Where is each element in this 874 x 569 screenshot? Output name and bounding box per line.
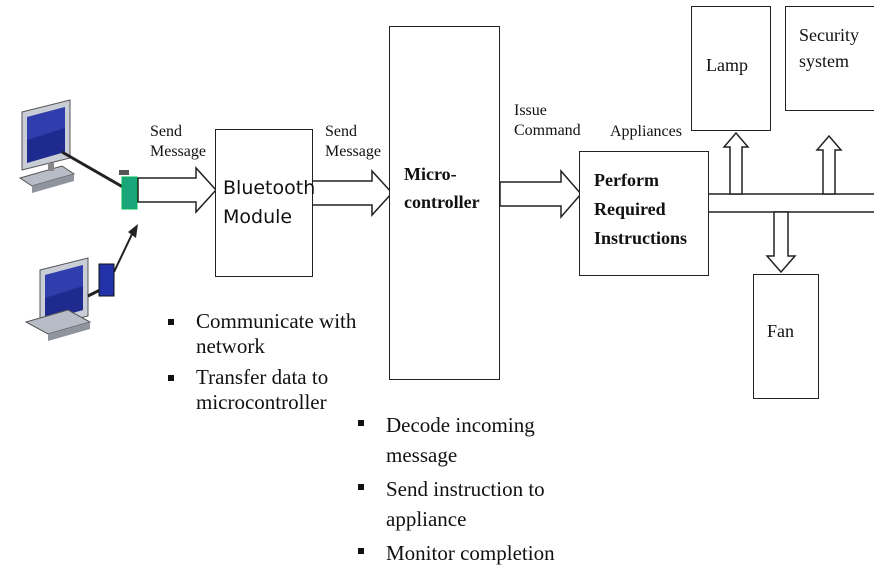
bluetooth-dongle-green	[121, 176, 138, 210]
fan-block: Fan	[753, 274, 819, 399]
arrow-to-fan	[765, 211, 797, 274]
arrow-to-perform	[499, 168, 582, 220]
send-message-label-1: Send Message	[150, 123, 206, 160]
connection-line-top	[61, 150, 129, 192]
appliances-label: Appliances	[610, 123, 682, 140]
security-line-1: Security	[799, 25, 859, 45]
arrow-to-lamp	[722, 131, 750, 195]
arrow-to-bluetooth	[137, 166, 218, 214]
perform-line-2: Required	[594, 199, 666, 219]
arrow-to-security	[815, 134, 843, 195]
microcontroller-note-1: Decode incoming message	[356, 410, 566, 470]
computer-bottom-icon	[24, 257, 92, 341]
bluetooth-line-1: Bluetooth	[223, 177, 316, 199]
computer-top-icon	[18, 99, 76, 193]
microcontroller-notes-list: Decode incoming message Send instruction…	[356, 410, 566, 568]
microcontroller-line-1: Micro-	[404, 164, 457, 184]
appliance-bus	[706, 193, 874, 213]
security-line-2: system	[799, 51, 850, 71]
send-message-label-2: Send Message	[325, 123, 381, 160]
microcontroller-note-3: Monitor completion	[356, 538, 566, 568]
bluetooth-line-2: Module	[223, 206, 293, 228]
microcontroller-block: Micro- controller	[389, 26, 500, 380]
bluetooth-note-1: Communicate with network	[166, 309, 376, 359]
bluetooth-module-block: Bluetooth Module	[215, 129, 316, 277]
bluetooth-note-2: Transfer data to microcontroller	[166, 365, 376, 415]
microcontroller-note-2: Send instruction to appliance	[356, 474, 566, 534]
wireless-line	[113, 229, 135, 273]
arrow-to-microcontroller	[311, 169, 394, 217]
perform-line-3: Instructions	[594, 228, 688, 248]
connection-line-bottom	[87, 288, 101, 298]
perform-line-1: Perform	[594, 170, 659, 190]
security-system-block: Security system	[785, 6, 874, 111]
perform-instructions-block: Perform Required Instructions	[579, 151, 709, 276]
issue-command-label: Issue Command	[514, 102, 581, 139]
lamp-label: Lamp	[706, 55, 748, 75]
microcontroller-line-2: controller	[404, 192, 480, 212]
bluetooth-dongle-blue	[98, 263, 115, 297]
fan-label: Fan	[767, 321, 794, 341]
lamp-block: Lamp	[691, 6, 771, 131]
bluetooth-notes-list: Communicate with network Transfer data t…	[166, 309, 376, 415]
